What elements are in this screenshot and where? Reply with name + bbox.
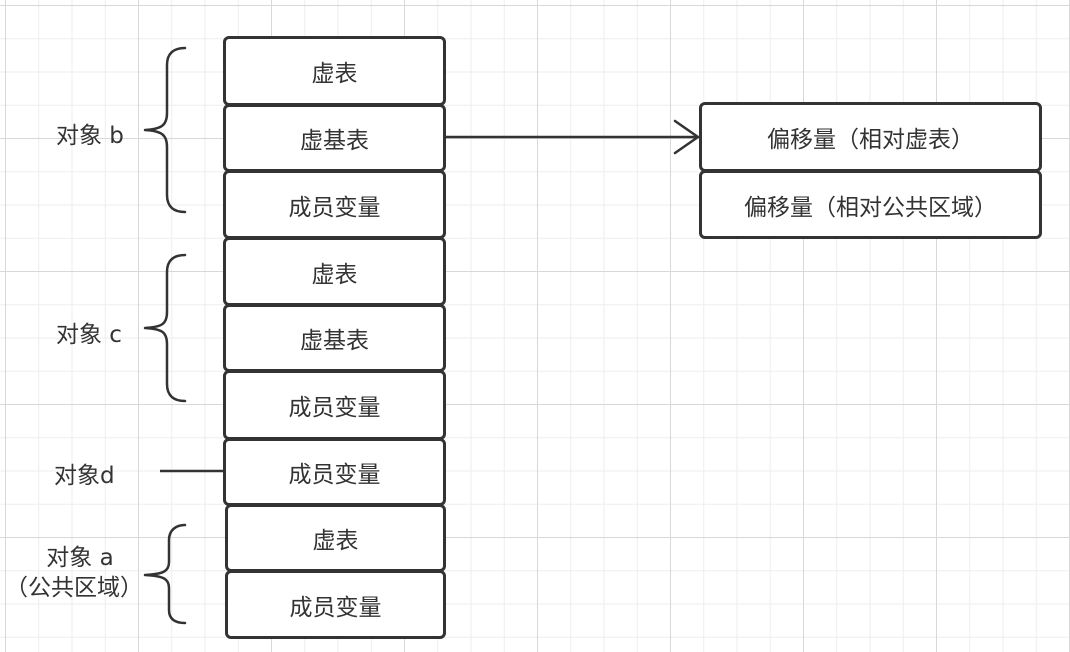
block-members-d: 成员变量 [223,438,446,506]
offset-relative-common: 偏移量（相对公共区域） [699,170,1042,239]
label-object-a: 对象 a （公共区域） [0,543,160,603]
label-object-b: 对象 b [56,123,124,149]
block-vbtable-c: 虚基表 [223,304,446,372]
label-object-a-line2: （公共区域） [5,575,143,601]
block-vtable-a: 虚表 [225,504,446,572]
block-members-c: 成员变量 [223,370,446,440]
label-object-a-line1: 对象 a [46,545,114,571]
block-vtable-b: 虚表 [223,36,446,106]
block-members-b: 成员变量 [223,170,446,239]
label-object-c: 对象 c [56,322,122,348]
brace-object-a [143,523,187,625]
label-object-d: 对象d [54,463,115,489]
brace-object-b [143,46,187,214]
block-vtable-c: 虚表 [223,237,446,306]
block-vbtable-b: 虚基表 [223,104,446,172]
block-members-a: 成员变量 [225,570,446,639]
offset-relative-vtable: 偏移量（相对虚表） [699,102,1042,172]
brace-object-c [143,253,187,403]
arrow-head [673,119,700,155]
